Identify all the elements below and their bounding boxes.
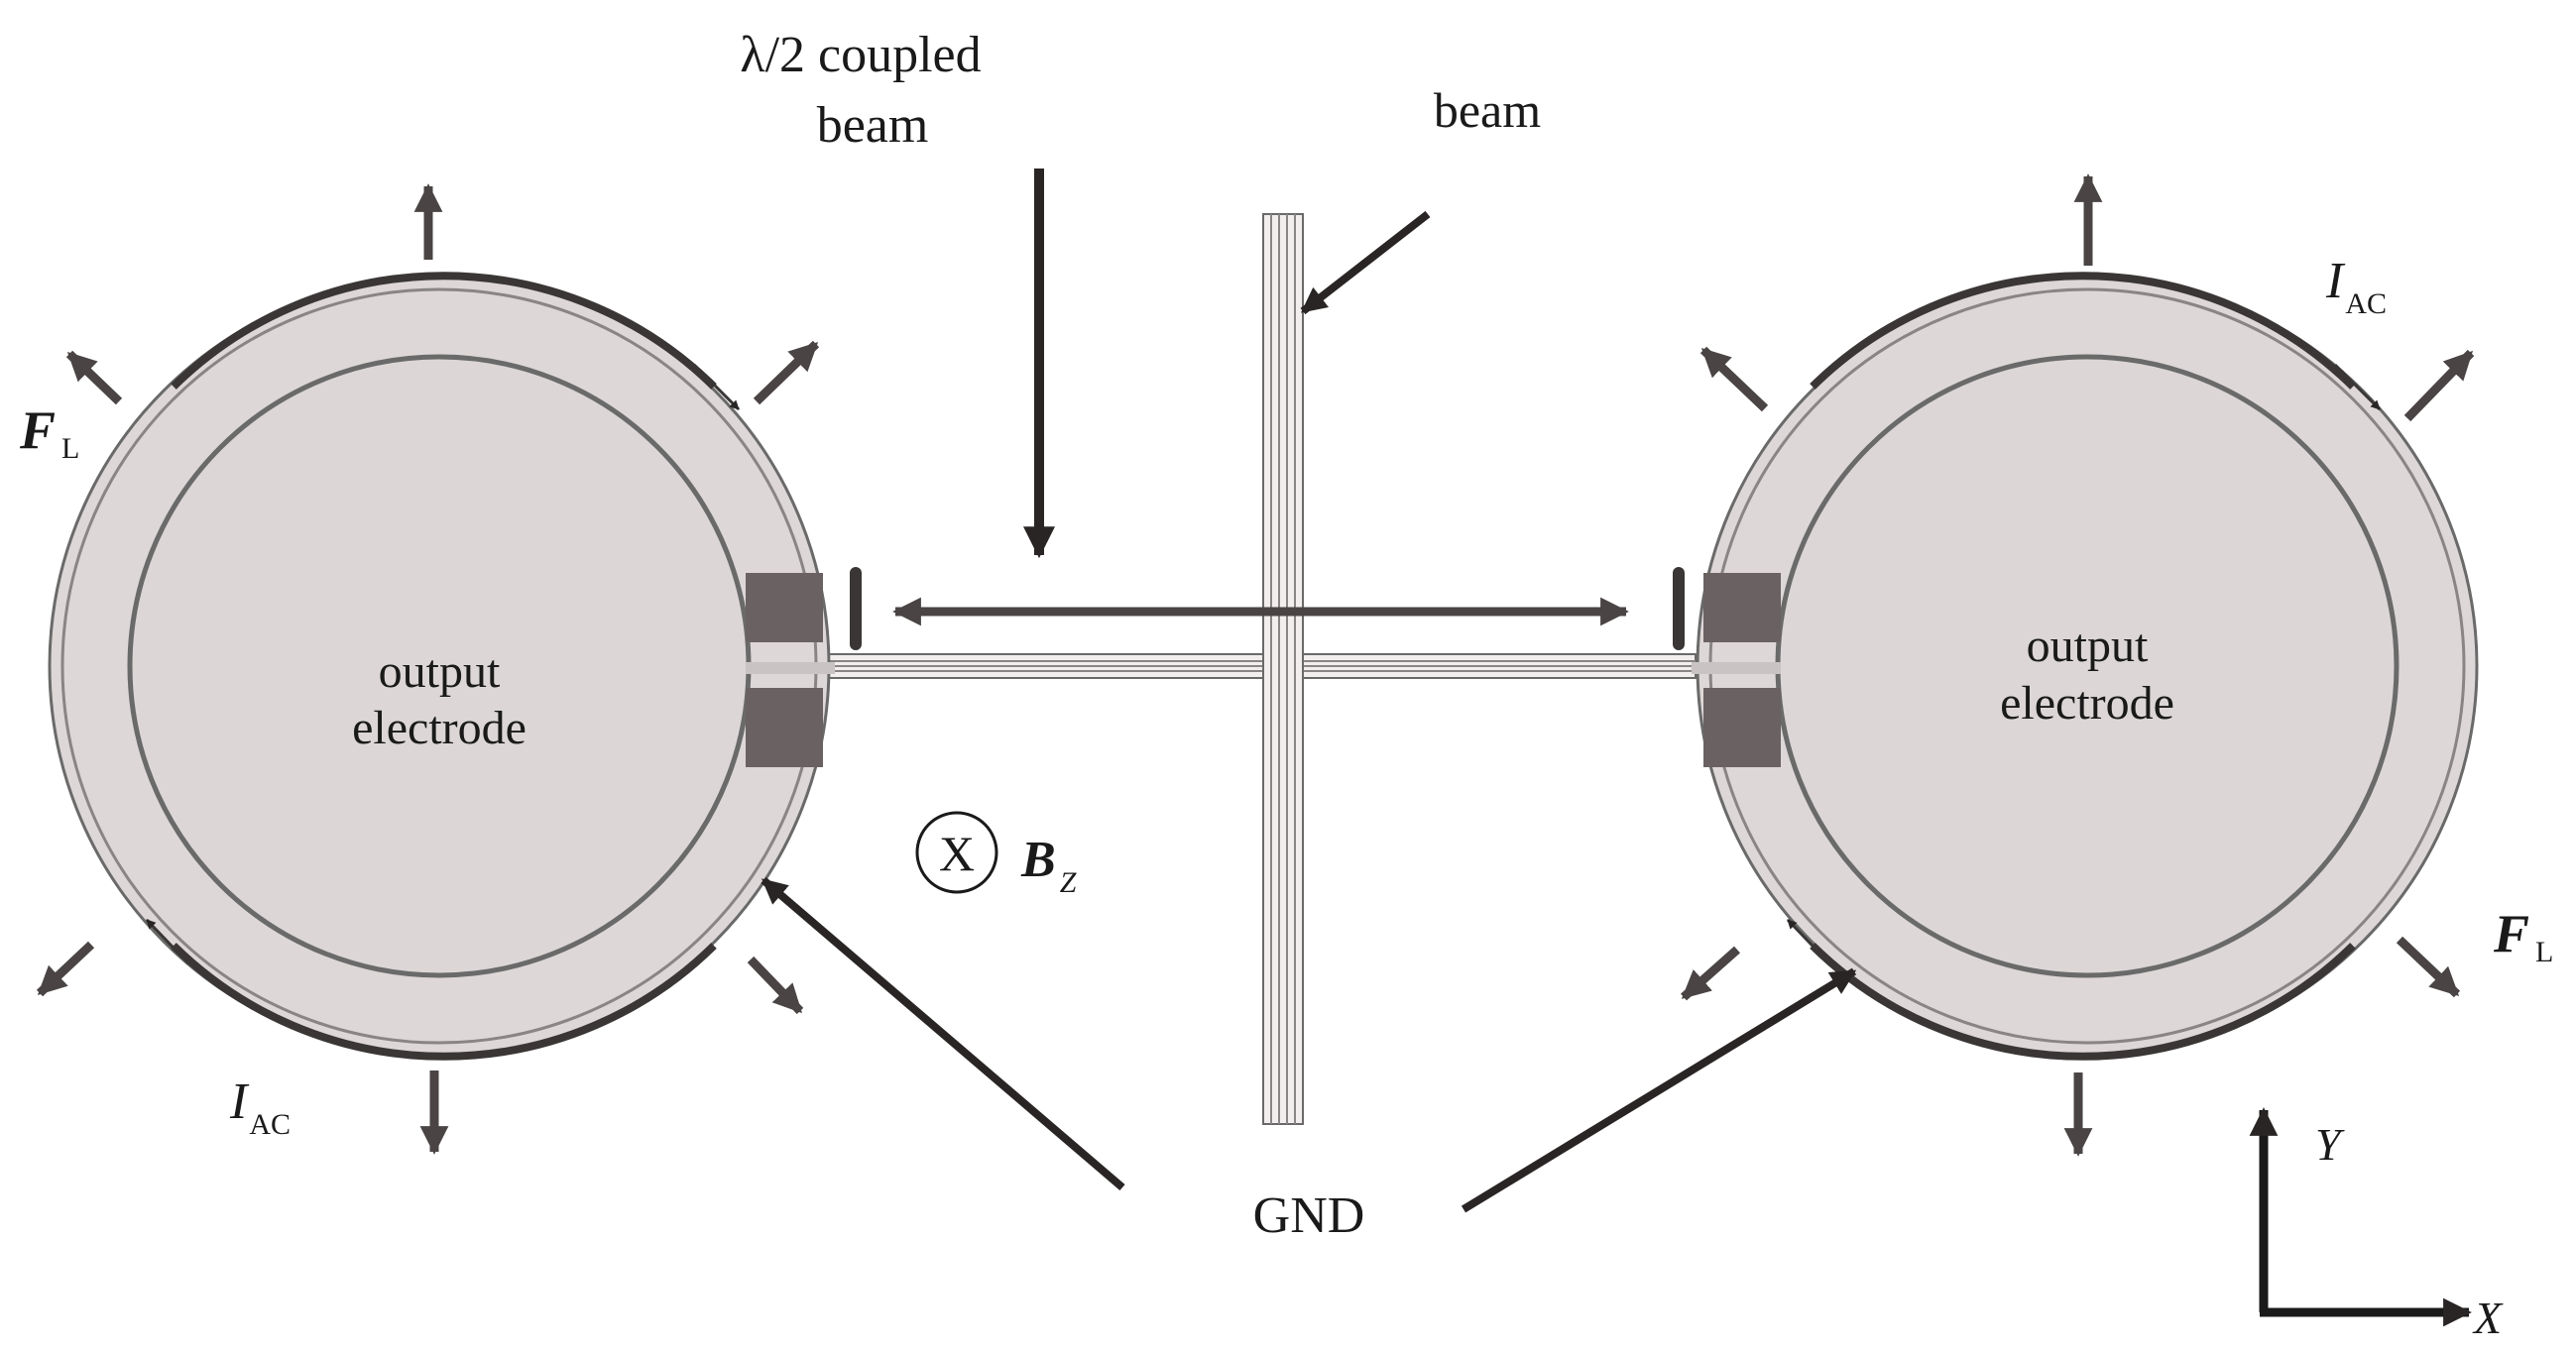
- left-force-arrow-downright: [747, 956, 804, 1015]
- coupled-beam-label-line1: λ/2 coupled: [740, 27, 981, 83]
- left-disk-label-line1: output: [379, 645, 501, 698]
- gnd-right-pointer-arrow: [1461, 967, 1857, 1213]
- coordinate-axes: [2249, 1107, 2472, 1327]
- right-force-arrow-downleft: [1681, 946, 1740, 1001]
- left-force-arrows: [36, 183, 820, 1155]
- right-current-arrow-bottom: [1786, 918, 1831, 965]
- left-current-arrow-top: [692, 363, 741, 411]
- left-disk-label-line2: electrode: [352, 702, 527, 754]
- left-current-arrow-bottom: [145, 918, 190, 965]
- right-disk-label-line2: electrode: [2000, 677, 2174, 730]
- beam-pointer-arrow: [1300, 210, 1431, 315]
- left-force-label-main: F: [19, 400, 56, 460]
- right-current-label-sub: AC: [2345, 287, 2387, 320]
- right-force-arrows: [1681, 173, 2475, 1157]
- right-force-arrow-upright: [2403, 349, 2475, 422]
- left-disk-resonator: [48, 272, 835, 1061]
- right-force-label-main: F: [2493, 904, 2529, 963]
- right-current-label: IAC: [2325, 253, 2387, 320]
- bfield-symbol: X: [939, 826, 975, 881]
- coupled-beam: [812, 653, 1697, 679]
- left-force-label-sub: L: [61, 432, 79, 465]
- circled-x-icon: X: [915, 811, 998, 894]
- left-force-arrow-upright: [753, 340, 820, 405]
- gnd-left-pointer-arrow: [761, 876, 1125, 1191]
- gnd-label: GND: [1253, 1187, 1365, 1244]
- bfield-label-main: B: [1020, 832, 1056, 888]
- right-force-arrow-downright: [2396, 936, 2461, 998]
- y-axis-label: Y: [2315, 1119, 2345, 1170]
- right-current-label-main: I: [2325, 253, 2346, 309]
- left-current-label-sub: AC: [249, 1108, 291, 1141]
- right-force-label-sub: L: [2535, 936, 2553, 968]
- coupled-beam-label-line2: beam: [817, 97, 929, 154]
- left-current-label-main: I: [229, 1073, 250, 1130]
- right-disk-label-line1: output: [2027, 620, 2149, 672]
- right-force-arrow-upleft: [1699, 346, 1769, 412]
- vertical-beam: [1262, 213, 1304, 1125]
- right-current-arrow-top: [2333, 363, 2382, 411]
- beam-label: beam: [1434, 82, 1541, 138]
- bfield-label-sub: Z: [1060, 866, 1077, 899]
- x-axis-label: X: [2472, 1293, 2504, 1343]
- left-current-label: IAC: [229, 1073, 291, 1141]
- left-force-arrow-upleft: [65, 350, 123, 405]
- right-disk-resonator: [1692, 272, 2479, 1061]
- left-force-arrow-downleft: [36, 941, 95, 997]
